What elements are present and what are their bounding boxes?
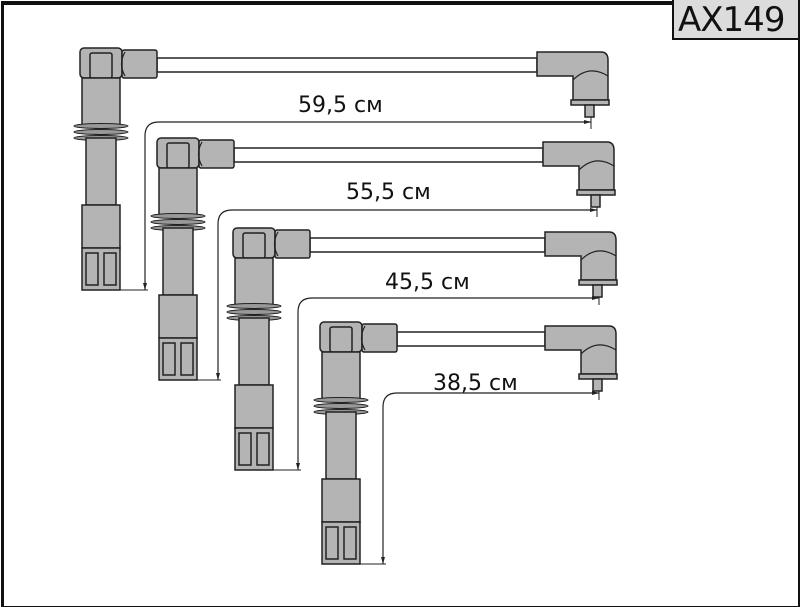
wire: [396, 331, 546, 347]
cap-seam: [273, 231, 279, 257]
terminal-slot-left: [162, 342, 176, 376]
dimension-line: [382, 392, 599, 564]
boot-rib: [150, 219, 206, 225]
boot-rib: [150, 213, 206, 219]
dimension-arrow: [381, 557, 385, 564]
cable-3: 45,5 см: [226, 227, 618, 471]
cable-1: 59,5 см: [73, 47, 610, 291]
boot-cap: [361, 323, 398, 353]
plug-connector: [536, 51, 609, 101]
boot-elbow-window: [329, 326, 353, 353]
boot-shaft: [85, 137, 117, 206]
dimension-arrow: [592, 391, 599, 395]
terminal-slot-right: [180, 342, 194, 376]
length-label: 38,5 см: [433, 371, 518, 396]
boot-lower-body: [321, 478, 361, 523]
plug-connector: [544, 325, 617, 375]
dimension-arrow: [143, 283, 147, 290]
boot-upper-body: [321, 351, 361, 400]
wire: [233, 147, 544, 163]
boot-cap: [274, 229, 311, 259]
boot-upper-body: [158, 167, 198, 216]
terminal-slot-left: [325, 526, 339, 560]
boot-lower-body: [158, 294, 198, 339]
terminal-slot-right: [103, 252, 117, 286]
boot-cap: [198, 139, 235, 169]
cap-seam: [360, 325, 366, 351]
dimension-arrow: [296, 463, 300, 470]
cap-seam: [120, 51, 126, 77]
length-label: 59,5 см: [298, 93, 383, 118]
cable-4: 38,5 см: [313, 321, 618, 565]
terminal-slot-left: [85, 252, 99, 286]
boot-rib: [226, 303, 282, 309]
cable-2: 55,5 см: [150, 137, 616, 381]
plug-connector: [542, 141, 615, 191]
length-label: 45,5 см: [385, 270, 470, 295]
length-label: 55,5 см: [346, 180, 431, 205]
dimension-line: [217, 209, 597, 380]
plug-seam: [580, 344, 617, 355]
plug-terminal-pin: [590, 194, 601, 208]
boot-rib: [73, 123, 129, 129]
cap-seam: [197, 141, 203, 167]
terminal-slot-left: [238, 432, 252, 466]
dimension-arrow: [584, 120, 591, 124]
boot-rib: [313, 403, 369, 409]
boot-rib: [226, 309, 282, 315]
dimension-line: [144, 121, 591, 290]
boot-elbow-window: [89, 52, 113, 79]
boot-shaft: [238, 317, 270, 386]
boot-lower-body: [81, 204, 121, 249]
boot-lower-body: [234, 384, 274, 429]
boot-cap: [121, 49, 158, 79]
plug-terminal-pin: [592, 378, 603, 392]
plug-seam: [580, 250, 617, 261]
boot-shaft: [162, 227, 194, 296]
wire: [156, 57, 538, 73]
plug-seam: [572, 70, 609, 81]
dimension-arrow: [592, 296, 599, 300]
boot-rib: [313, 397, 369, 403]
boot-elbow-window: [242, 232, 266, 259]
plug-seam: [578, 160, 615, 171]
boot-upper-body: [234, 257, 274, 306]
wire: [309, 237, 546, 253]
dimension-arrow: [216, 373, 220, 380]
dimension-line: [297, 297, 599, 470]
product-code-badge: AX149: [672, 0, 800, 40]
dimension-arrow: [590, 208, 597, 212]
boot-shaft: [325, 411, 357, 480]
boot-upper-body: [81, 77, 121, 126]
boot-rib: [73, 129, 129, 135]
terminal-slot-right: [256, 432, 270, 466]
boot-elbow-window: [166, 142, 190, 169]
plug-connector: [544, 231, 617, 281]
terminal-slot-right: [343, 526, 357, 560]
plug-terminal-pin: [592, 284, 603, 298]
plug-terminal-pin: [584, 104, 595, 118]
